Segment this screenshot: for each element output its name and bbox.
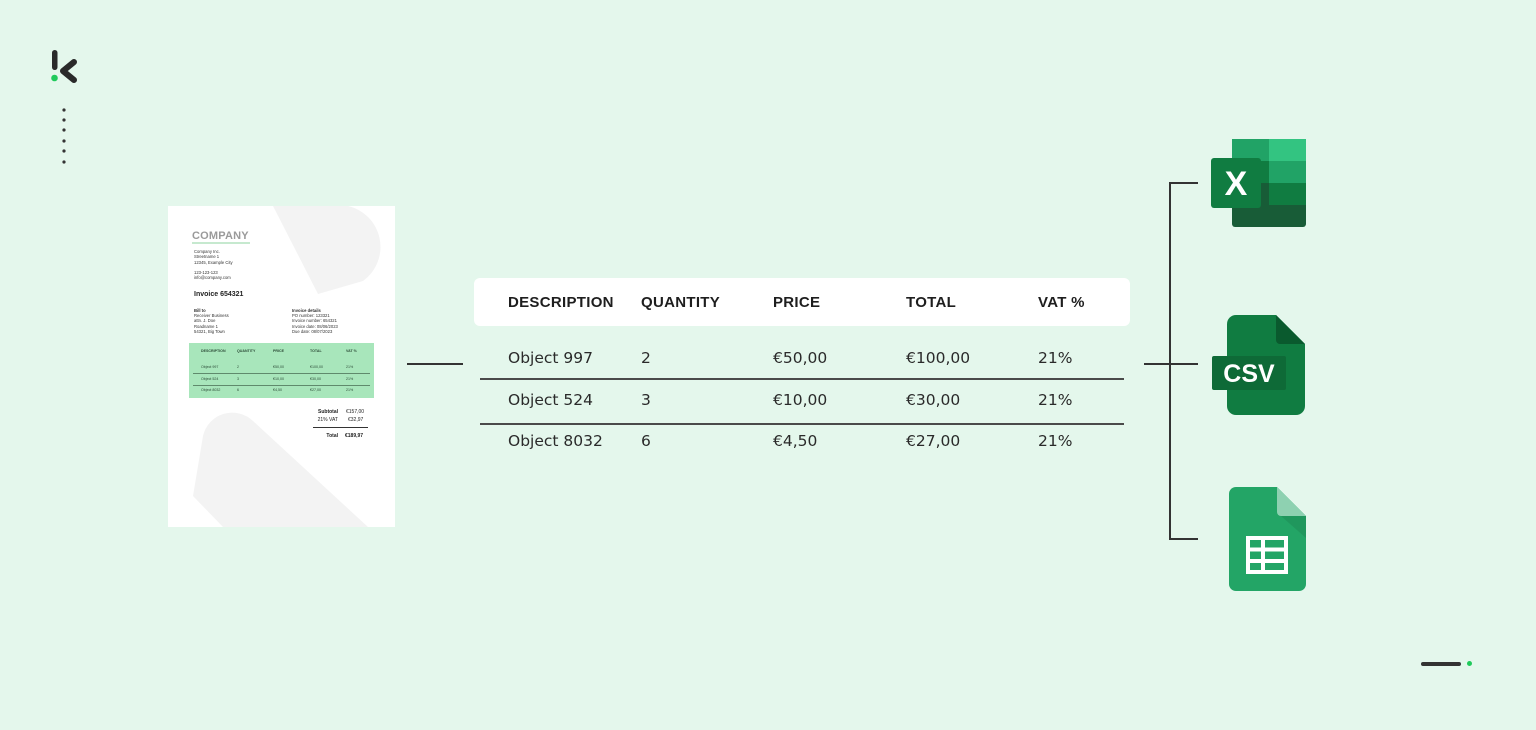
cell-price: €4,50 bbox=[773, 432, 818, 450]
csv-label: CSV bbox=[1223, 360, 1275, 388]
invoice-col-vat: VAT % bbox=[346, 349, 357, 353]
cell-quantity: 6 bbox=[641, 432, 651, 450]
vertical-dots-decoration bbox=[62, 108, 66, 164]
invoice-col-total: TOTAL bbox=[310, 349, 322, 353]
invoice-cell: €10,00 bbox=[273, 377, 284, 381]
invoice-subtotal-label: Subtotal bbox=[318, 409, 338, 415]
invoice-col-quantity: QUANTITY bbox=[237, 349, 256, 353]
invoice-bill-to-label: Bill to bbox=[194, 308, 206, 313]
invoice-vat-value: €32,97 bbox=[348, 417, 364, 423]
table-row-divider bbox=[480, 378, 1124, 380]
bracket-branch-excel bbox=[1169, 182, 1198, 184]
invoice-cell: 2 bbox=[237, 365, 239, 369]
invoice-document: COMPANY Company Inc. Streetname 1 12345,… bbox=[168, 206, 395, 527]
invoice-total-divider bbox=[313, 427, 368, 428]
column-header-vat: VAT % bbox=[1038, 294, 1085, 311]
column-header-total: TOTAL bbox=[906, 294, 957, 311]
bracket-branch-sheets bbox=[1169, 538, 1198, 540]
cell-price: €50,00 bbox=[773, 349, 828, 367]
google-sheets-icon bbox=[1229, 487, 1306, 591]
extracted-table-header: DESCRIPTION QUANTITY PRICE TOTAL VAT % bbox=[474, 278, 1130, 326]
bottom-green-dot bbox=[1467, 661, 1472, 666]
outputs-bracket-vertical bbox=[1169, 182, 1171, 540]
invoice-title: Invoice 654321 bbox=[194, 291, 244, 298]
invoice-col-price: PRICE bbox=[273, 349, 284, 353]
invoice-company-name: COMPANY bbox=[192, 230, 249, 242]
cell-vat: 21% bbox=[1038, 391, 1073, 409]
invoice-details: PO number: 123321 Invoice number: 654321… bbox=[292, 313, 338, 334]
csv-file-icon: CSV bbox=[1212, 315, 1305, 415]
cell-description: Object 997 bbox=[508, 349, 593, 367]
invoice-company-address: Company Inc. Streetname 1 12345, Example… bbox=[194, 249, 233, 265]
cell-vat: 21% bbox=[1038, 349, 1073, 367]
cell-quantity: 3 bbox=[641, 391, 651, 409]
invoice-total-value: €189,97 bbox=[345, 433, 364, 439]
invoice-row-divider bbox=[193, 385, 370, 386]
invoice-background-shapes bbox=[193, 206, 381, 527]
brand-logo-icon bbox=[51, 50, 77, 83]
invoice-cell: 21% bbox=[346, 365, 354, 369]
invoice-details-label: Invoice details bbox=[292, 308, 321, 313]
column-header-price: PRICE bbox=[773, 294, 821, 311]
cell-total: €100,00 bbox=[906, 349, 971, 367]
excel-icon: X bbox=[1211, 139, 1306, 227]
invoice-cell: 6 bbox=[237, 388, 239, 392]
cell-quantity: 2 bbox=[641, 349, 651, 367]
invoice-cell: €50,00 bbox=[273, 365, 284, 369]
cell-total: €27,00 bbox=[906, 432, 961, 450]
table-to-outputs-connector bbox=[1144, 363, 1198, 365]
invoice-vat-label: 21% VAT bbox=[317, 417, 338, 423]
cell-total: €30,00 bbox=[906, 391, 961, 409]
column-header-quantity: QUANTITY bbox=[641, 294, 721, 311]
invoice-company-contact: 123-123-123 info@company.com bbox=[194, 270, 231, 281]
invoice-cell: Object 524 bbox=[201, 377, 219, 381]
invoice-cell: 21% bbox=[346, 388, 354, 392]
invoice-row-divider bbox=[193, 373, 370, 374]
invoice-col-description: DESCRIPTION bbox=[201, 349, 226, 353]
invoice-subtotal-value: €157,00 bbox=[346, 409, 365, 415]
invoice-cell: €27,00 bbox=[310, 388, 321, 392]
invoice-cell: €30,00 bbox=[310, 377, 321, 381]
invoice-cell: Object 997 bbox=[201, 365, 219, 369]
cell-price: €10,00 bbox=[773, 391, 828, 409]
invoice-cell: 21% bbox=[346, 377, 354, 381]
invoice-cell: €4,50 bbox=[273, 388, 282, 392]
invoice-cell: 3 bbox=[237, 377, 239, 381]
excel-letter: X bbox=[1225, 165, 1248, 203]
invoice-total-label: Total bbox=[326, 433, 338, 439]
invoice-company-underline bbox=[192, 242, 250, 244]
cell-description: Object 8032 bbox=[508, 432, 603, 450]
invoice-cell: Object 8032 bbox=[201, 388, 221, 392]
invoice-bill-to: Receiver Business attn. J. Doe Roadname … bbox=[194, 313, 229, 334]
cell-description: Object 524 bbox=[508, 391, 593, 409]
invoice-to-table-connector bbox=[407, 363, 463, 365]
cell-vat: 21% bbox=[1038, 432, 1073, 450]
table-row-divider bbox=[480, 423, 1124, 425]
invoice-line-items-table: DESCRIPTION QUANTITY PRICE TOTAL VAT % O… bbox=[189, 343, 374, 398]
invoice-cell: €100,00 bbox=[310, 365, 323, 369]
bottom-dash-decoration bbox=[1421, 662, 1461, 666]
column-header-description: DESCRIPTION bbox=[508, 294, 614, 311]
